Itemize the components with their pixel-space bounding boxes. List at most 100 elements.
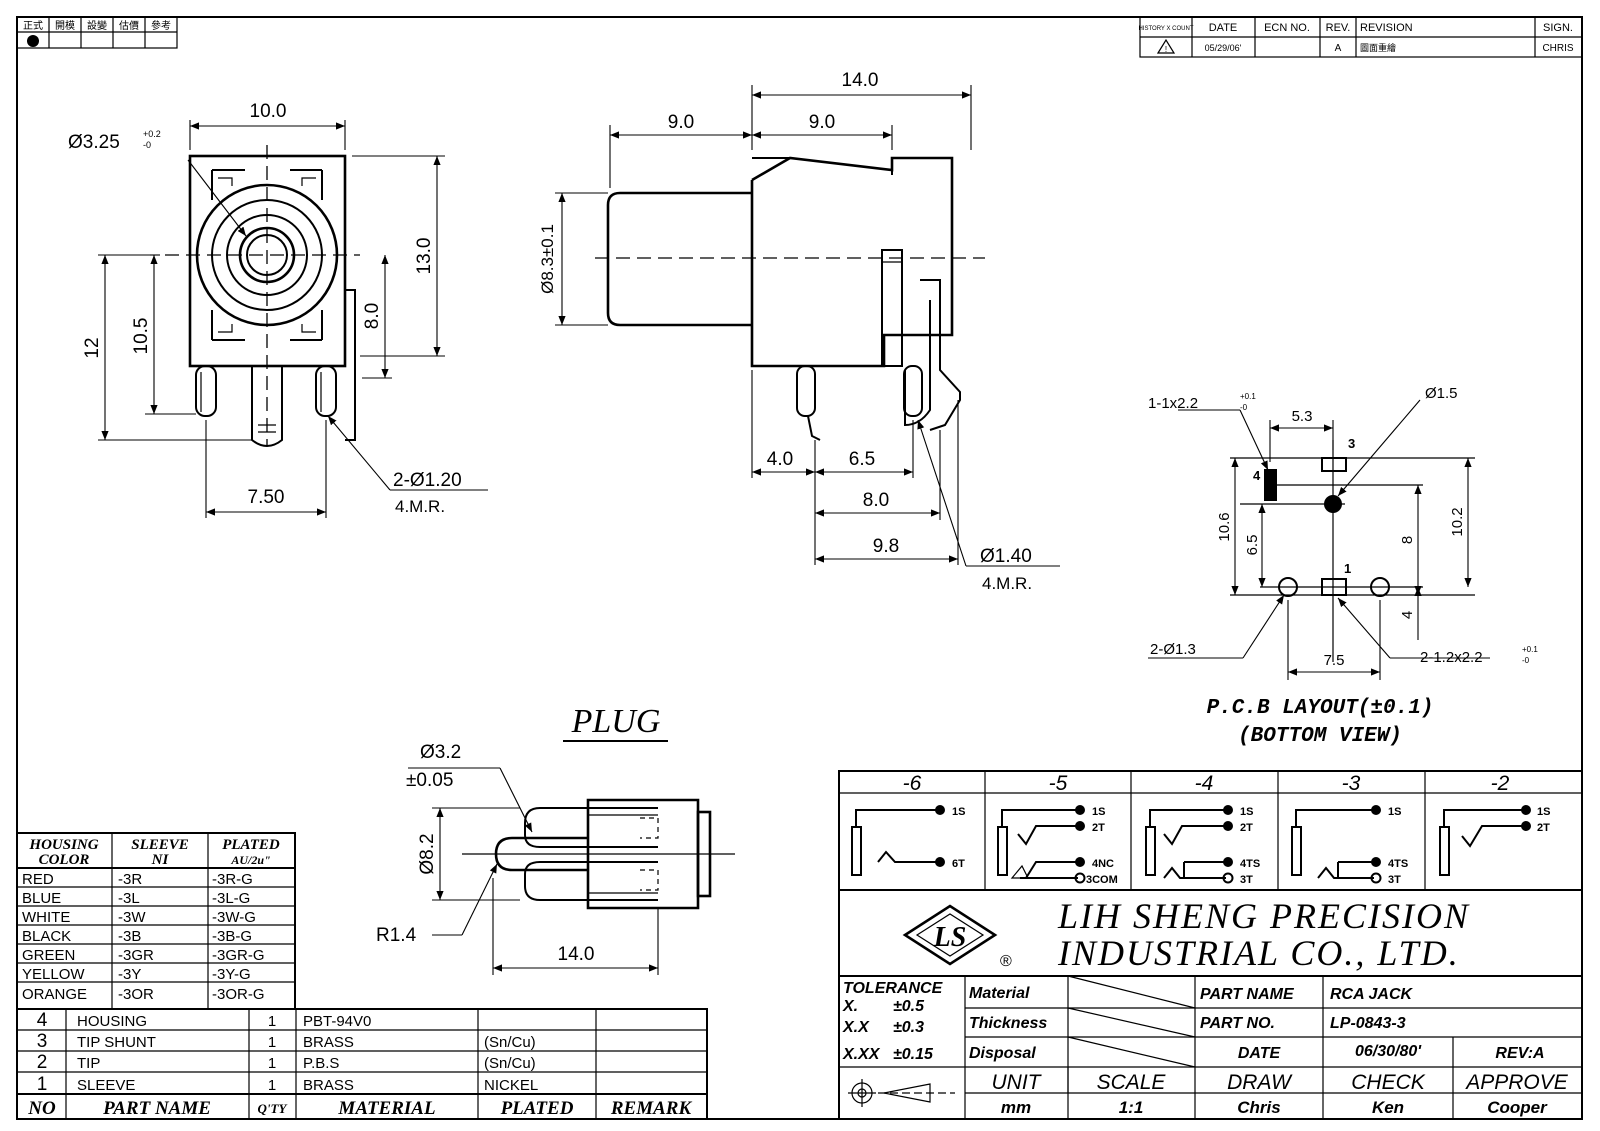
side-pin-left bbox=[796, 365, 816, 417]
dim-pin-dia: 2-Ø1.20 bbox=[393, 470, 462, 491]
tolerance-title: TOLERANCE bbox=[843, 980, 944, 997]
s5-4nc: 4NC bbox=[1092, 858, 1114, 870]
bom-header-plated: PLATED bbox=[500, 1098, 574, 1119]
dim-8: 8.0 bbox=[863, 490, 889, 511]
history-header-sign: SIGN. bbox=[1543, 22, 1573, 34]
color-row-6-name: YELLOW bbox=[22, 966, 85, 983]
bom-header-remark: REMARK bbox=[610, 1098, 693, 1119]
stamp-dot bbox=[27, 35, 39, 47]
history-sign: CHRIS bbox=[1542, 43, 1573, 54]
front-pin-right bbox=[315, 365, 337, 417]
dim-4: 4.0 bbox=[767, 449, 793, 470]
pcb-slot-tol-plus: +0.1 bbox=[1240, 392, 1256, 401]
pcb-slots-tol-minus: -0 bbox=[1522, 656, 1530, 665]
history-header-revision: REVISION bbox=[1360, 22, 1413, 34]
plug-pin-dia: Ø3.2 bbox=[420, 742, 461, 763]
color-header-color: COLOR bbox=[39, 852, 90, 868]
thickness-label: Thickness bbox=[969, 1015, 1047, 1032]
rev-value: REV:A bbox=[1495, 1045, 1544, 1062]
history-header-rev: REV. bbox=[1326, 22, 1351, 34]
bom-4-mat: BRASS bbox=[303, 1077, 354, 1094]
front-view: 10.0 Ø3.25 +0.2 -0 13.0 8.0 10.5 12 7.50… bbox=[68, 101, 488, 518]
bom-4-plated: NICKEL bbox=[484, 1077, 538, 1094]
pcb-slot-tol-minus: -0 bbox=[1240, 403, 1248, 412]
plug-pin-tol: ±0.05 bbox=[406, 770, 453, 791]
variant-5: -5 bbox=[1049, 772, 1068, 795]
color-row-4-name: BLACK bbox=[22, 928, 71, 945]
s4-4ts: 4TS bbox=[1240, 858, 1260, 870]
s6-1s: 1S bbox=[952, 806, 965, 818]
history-header-ecn: ECN NO. bbox=[1264, 22, 1310, 34]
dim-overall: 14.0 bbox=[842, 70, 879, 91]
date-value: 06/30/80' bbox=[1355, 1043, 1422, 1060]
stamp-cell-3: 設變 bbox=[87, 19, 107, 32]
dim-hole-tol-minus: -0 bbox=[143, 140, 151, 150]
disposal-label: Disposal bbox=[969, 1045, 1036, 1062]
s3-3t: 3T bbox=[1388, 874, 1401, 886]
pcb-dim-7-5: 7.5 bbox=[1324, 652, 1345, 669]
check-label: CHECK bbox=[1351, 1071, 1426, 1094]
color-row-2-ni: -3L bbox=[118, 890, 140, 907]
dim-10-5: 10.5 bbox=[131, 318, 152, 355]
stamp-cell-1: 正式 bbox=[23, 19, 43, 32]
company-banner: LS ® LIH SHENG PRECISION INDUSTRIAL CO.,… bbox=[838, 889, 1583, 977]
plug-title: PLUG bbox=[571, 703, 661, 740]
color-row-3-ni: -3W bbox=[118, 909, 146, 926]
bom-header-no: NO bbox=[27, 1098, 56, 1119]
bom-2-plated: (Sn/Cu) bbox=[484, 1034, 536, 1051]
color-row-3-name: WHITE bbox=[22, 909, 70, 926]
s3-1s: 1S bbox=[1388, 806, 1401, 818]
stamp-cell-5: 參考 bbox=[151, 19, 171, 32]
color-row-1-au: -3R-G bbox=[212, 871, 253, 888]
s5-3com: 3COM bbox=[1086, 874, 1118, 886]
bom-2-no: 3 bbox=[37, 1031, 48, 1052]
color-header-au: AU/2u" bbox=[230, 853, 270, 867]
tol-xx-label: X.X bbox=[842, 1019, 870, 1036]
bom-2-name: TIP SHUNT bbox=[77, 1034, 156, 1051]
bom-3-plated: (Sn/Cu) bbox=[484, 1055, 536, 1072]
pcb-dim-5-3: 5.3 bbox=[1292, 408, 1313, 425]
bom-3-mat: P.B.S bbox=[303, 1055, 339, 1072]
plug-view: PLUG Ø3.2 ±0.05 Ø8.2 R1.4 14.0 bbox=[376, 703, 735, 975]
plug-body bbox=[586, 798, 700, 910]
dim-pitch: 7.50 bbox=[248, 487, 285, 508]
plug-length: 14.0 bbox=[558, 944, 595, 965]
history-header-date: DATE bbox=[1209, 22, 1238, 34]
dim-pin-note: 4.M.R. bbox=[395, 497, 445, 516]
check-value: Ken bbox=[1372, 1098, 1404, 1117]
pcb-pin-1: 1 bbox=[1344, 561, 1351, 576]
s4-3t: 3T bbox=[1240, 874, 1253, 886]
unit-value: mm bbox=[1001, 1098, 1031, 1117]
revision-triangle-mark: ! bbox=[1165, 45, 1167, 54]
side-pin-right bbox=[903, 365, 923, 417]
color-row-1-ni: -3R bbox=[118, 871, 142, 888]
plug-body-dia: Ø8.2 bbox=[417, 833, 438, 874]
dim-12: 12 bbox=[82, 337, 103, 358]
pcb-holes-label: 2-Ø1.3 bbox=[1150, 641, 1196, 658]
pcb-subtitle: (BOTTOM VIEW) bbox=[1238, 725, 1402, 748]
dim-height: 13.0 bbox=[414, 238, 435, 275]
s4-2t: 2T bbox=[1240, 822, 1253, 834]
pcb-dim-6-5: 6.5 bbox=[1244, 535, 1261, 556]
dim-9-8: 9.8 bbox=[873, 536, 899, 557]
bom-1-mat: PBT-94V0 bbox=[303, 1013, 371, 1030]
color-row-1-name: RED bbox=[22, 871, 54, 888]
s5-2t: 2T bbox=[1092, 822, 1105, 834]
bill-of-materials: 4 HOUSING 1 PBT-94V0 3 TIP SHUNT 1 BRASS… bbox=[16, 1008, 708, 1120]
date-label: DATE bbox=[1238, 1045, 1282, 1062]
history-table: HISTORY X COUNT DATE ECN NO. REV. REVISI… bbox=[1138, 16, 1583, 58]
bom-3-qty: 1 bbox=[268, 1055, 276, 1072]
dim-6-5: 6.5 bbox=[849, 449, 875, 470]
color-header-housing: HOUSING bbox=[28, 837, 98, 853]
pcb-dim-10-6: 10.6 bbox=[1216, 512, 1233, 541]
pcb-pin-3: 3 bbox=[1348, 436, 1355, 451]
pcb-dim-hole: Ø1.5 bbox=[1425, 385, 1458, 402]
pcb-pin-4: 4 bbox=[1253, 468, 1261, 483]
unit-label: UNIT bbox=[992, 1071, 1043, 1094]
title-block: TOLERANCE X. ±0.5 X.X ±0.3 X.XX ±0.15 Ma… bbox=[838, 975, 1583, 1120]
approve-value: Cooper bbox=[1487, 1098, 1548, 1117]
front-pin-left bbox=[195, 365, 217, 417]
pcb-dim-4: 4 bbox=[1399, 611, 1416, 619]
stamp-cell-2: 開模 bbox=[55, 20, 75, 32]
